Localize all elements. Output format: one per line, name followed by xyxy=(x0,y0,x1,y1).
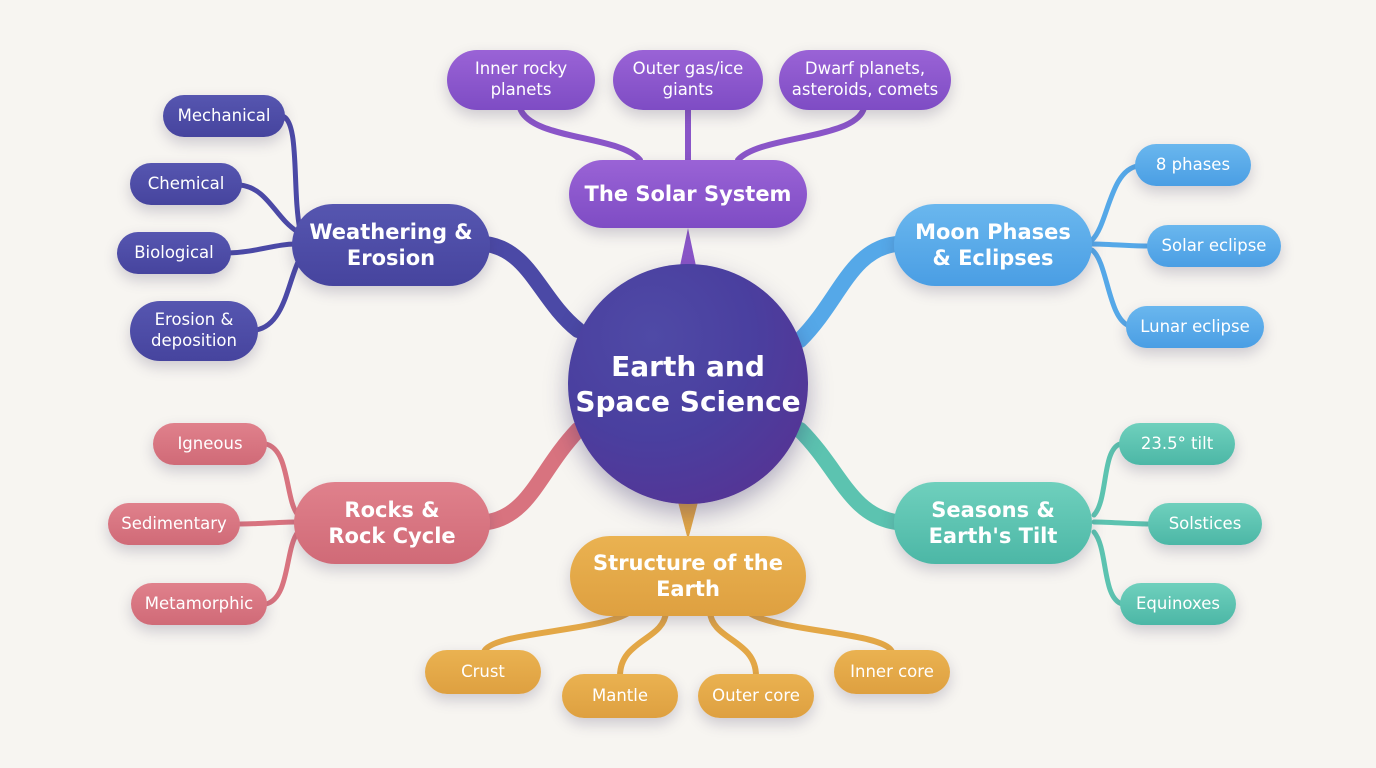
link-center-seasons xyxy=(792,422,904,530)
leaf-outer-core-label: Outer core xyxy=(712,685,800,705)
link-moon-lunar xyxy=(1089,247,1133,329)
leaf-inner-core-label: Inner core xyxy=(850,661,934,681)
leaf-solar-eclipse-label: Solar eclipse xyxy=(1161,235,1267,255)
leaf-igneous-label: Igneous xyxy=(177,433,243,453)
leaf-sedimentary-label: Sedimentary xyxy=(121,513,227,533)
leaf-inner-rocky-planets[interactable]: Inner rocky planets xyxy=(447,50,595,110)
central-topic-line-1: Earth and xyxy=(611,350,765,383)
link-seasons-equinoxes xyxy=(1091,529,1125,607)
link-center-structure xyxy=(678,502,698,540)
link-structure-crust xyxy=(481,609,633,655)
branch-weathering-erosion[interactable]: Weathering & Erosion xyxy=(292,204,490,286)
link-weathering-chemical xyxy=(237,182,301,235)
leaf-metamorphic[interactable]: Metamorphic xyxy=(131,583,267,625)
link-moon-phases xyxy=(1089,163,1141,243)
leaf-erosion-deposition-label: Erosion & deposition xyxy=(151,310,237,350)
leaf-metamorphic-label: Metamorphic xyxy=(144,593,254,613)
leaf-solstices[interactable]: Solstices xyxy=(1148,503,1262,545)
central-topic[interactable]: Earth and Space Science xyxy=(568,264,808,504)
leaf-biological-label: Biological xyxy=(134,242,214,262)
branch-seasons-tilt[interactable]: Seasons & Earth's Tilt xyxy=(894,482,1092,564)
branch-weathering-line-2: Erosion xyxy=(346,246,436,270)
branch-rocks-line-2: Rock Cycle xyxy=(328,524,456,548)
link-weathering-erosion xyxy=(253,255,303,333)
branch-moon-line-1: Moon Phases xyxy=(915,219,1071,244)
link-seasons-solstices xyxy=(1091,519,1153,527)
leaf-sedimentary[interactable]: Sedimentary xyxy=(108,503,240,545)
link-center-moon xyxy=(792,236,904,348)
leaf-dwarf-planets[interactable]: Dwarf planets, asteroids, comets xyxy=(779,50,951,110)
leaf-outer-gas-ice-giants[interactable]: Outer gas/ice giants xyxy=(613,50,763,110)
leaf-mantle[interactable]: Mantle xyxy=(562,674,678,718)
link-rocks-sedimentary xyxy=(237,519,299,527)
leaf-chemical-label: Chemical xyxy=(147,173,225,193)
leaf-8-phases[interactable]: 8 phases xyxy=(1135,144,1251,186)
link-moon-solar xyxy=(1089,241,1151,249)
leaf-crust[interactable]: Crust xyxy=(425,650,541,694)
link-weathering-biological xyxy=(225,241,299,256)
link-solar-inner xyxy=(517,105,643,163)
leaf-lunar-eclipse[interactable]: Lunar eclipse xyxy=(1126,306,1264,348)
leaf-23-5-tilt-label: 23.5° tilt xyxy=(1140,433,1214,453)
link-rocks-igneous xyxy=(263,441,301,518)
link-center-solar xyxy=(680,228,696,266)
branch-solar-system-label: The Solar System xyxy=(584,181,792,206)
link-structure-inner xyxy=(745,609,895,655)
branch-structure-line-1: Structure of the xyxy=(593,550,783,575)
leaf-chemical[interactable]: Chemical xyxy=(130,163,242,205)
link-weathering-mechanical xyxy=(279,113,303,233)
link-structure-outer xyxy=(707,609,759,679)
branch-moon-line-2: & Eclipses xyxy=(932,246,1054,270)
leaf-solar-eclipse[interactable]: Solar eclipse xyxy=(1147,225,1281,267)
leaf-inner-core[interactable]: Inner core xyxy=(834,650,950,694)
branch-moon-phases-eclipses[interactable]: Moon Phases & Eclipses xyxy=(894,204,1092,286)
leaf-outer-gas-ice-giants-label: Outer gas/ice giants xyxy=(632,59,744,99)
leaf-igneous[interactable]: Igneous xyxy=(153,423,267,465)
link-structure-mantle xyxy=(617,609,669,679)
link-solar-dwarf xyxy=(735,105,867,163)
leaf-mechanical[interactable]: Mechanical xyxy=(163,95,285,137)
leaf-erosion-deposition[interactable]: Erosion & deposition xyxy=(130,301,258,361)
leaf-mechanical-label: Mechanical xyxy=(177,105,271,125)
leaf-inner-rocky-planets-label: Inner rocky planets xyxy=(474,59,568,99)
branch-structure-earth[interactable]: Structure of the Earth xyxy=(570,536,806,616)
branch-solar-system[interactable]: The Solar System xyxy=(569,160,807,228)
branch-rocks-rock-cycle[interactable]: Rocks & Rock Cycle xyxy=(294,482,490,564)
leaf-8-phases-label: 8 phases xyxy=(1155,154,1231,174)
branch-weathering-line-1: Weathering & xyxy=(309,219,473,244)
branch-seasons-line-2: Earth's Tilt xyxy=(928,524,1058,548)
leaf-equinoxes[interactable]: Equinoxes xyxy=(1120,583,1236,625)
link-rocks-metamorphic xyxy=(263,529,301,607)
branch-seasons-line-1: Seasons & xyxy=(931,497,1055,522)
link-center-weathering xyxy=(478,236,586,338)
branch-structure-line-2: Earth xyxy=(656,577,720,601)
branch-rocks-line-1: Rocks & xyxy=(344,497,440,522)
leaf-outer-core[interactable]: Outer core xyxy=(698,674,814,718)
leaf-crust-label: Crust xyxy=(461,661,505,681)
link-center-rocks xyxy=(480,422,586,530)
leaf-lunar-eclipse-label: Lunar eclipse xyxy=(1140,316,1250,336)
leaf-23-5-tilt[interactable]: 23.5° tilt xyxy=(1119,423,1235,465)
leaf-biological[interactable]: Biological xyxy=(117,232,231,274)
link-seasons-tilt xyxy=(1091,441,1123,518)
leaf-mantle-label: Mantle xyxy=(591,685,648,705)
central-topic-line-2: Space Science xyxy=(575,385,801,418)
leaf-equinoxes-label: Equinoxes xyxy=(1136,593,1220,613)
leaf-dwarf-planets-label: Dwarf planets, asteroids, comets xyxy=(791,59,939,99)
leaf-solstices-label: Solstices xyxy=(1168,513,1242,533)
